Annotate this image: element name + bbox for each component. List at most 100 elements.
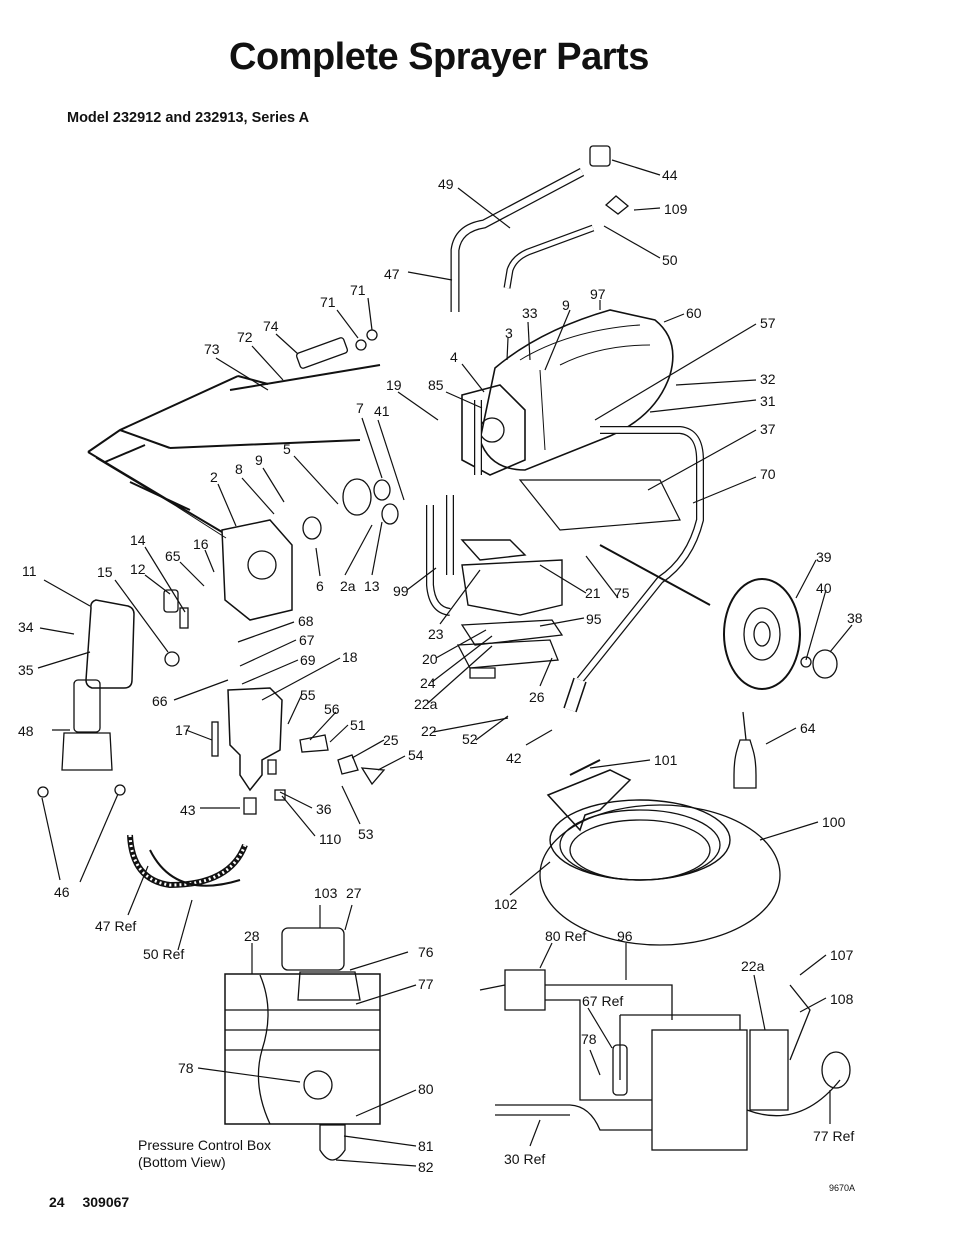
doc-number: 309067 (82, 1194, 130, 1210)
callout-label: 33 (522, 305, 538, 321)
leader-line (197, 1067, 301, 1083)
callout-label: 68 (298, 613, 314, 629)
leader-line (262, 467, 285, 503)
leader-line (406, 567, 437, 591)
leader-line (239, 639, 297, 667)
page-title: Complete Sprayer Parts (229, 36, 649, 78)
leader-line (217, 483, 237, 527)
leader-line (675, 379, 757, 386)
leader-line (427, 645, 493, 704)
callout-label: 16 (193, 536, 209, 552)
control-board (651, 1029, 748, 1151)
callout-label: 53 (358, 826, 374, 842)
callout-label: 71 (320, 294, 336, 310)
leader-line (539, 657, 553, 687)
callout-label: 55 (300, 687, 316, 703)
callout-label: 28 (244, 928, 260, 944)
callout-label: 15 (97, 564, 113, 580)
callout-label: 81 (418, 1138, 434, 1154)
callout-label: 72 (237, 329, 253, 345)
leader-line (611, 159, 661, 176)
leader-line (344, 524, 373, 576)
leader-line (377, 755, 406, 771)
leader-line (594, 323, 757, 421)
callout-label: 11 (22, 563, 37, 579)
callout-label: 27 (346, 885, 362, 901)
leader-line (215, 357, 269, 391)
figure-id: 9670A (829, 1183, 856, 1193)
leader-line (649, 399, 757, 413)
callout-label: 42 (506, 750, 522, 766)
leader-line (355, 1089, 417, 1117)
callout-label: 30 Ref (504, 1151, 546, 1167)
leader-line (795, 559, 817, 599)
callout-label: 78 (581, 1031, 597, 1047)
front-cover (461, 384, 526, 476)
callout-label: 34 (18, 619, 34, 635)
leader-line (589, 1049, 601, 1076)
leader-line (529, 1119, 541, 1147)
callout-label: 25 (383, 732, 399, 748)
model-subtitle: Model 232912 and 232913, Series A (67, 110, 310, 126)
leader-line (539, 564, 587, 594)
leader-line (805, 589, 827, 661)
callout-label: 108 (830, 991, 854, 1007)
leader-line (397, 391, 439, 421)
callout-label: 56 (324, 701, 340, 717)
callout-label: 17 (175, 722, 191, 738)
pressure-control-bottom-view (224, 973, 381, 1125)
leader-line (293, 455, 339, 505)
callout-label: 2a (340, 578, 356, 594)
callout-label: 71 (350, 282, 366, 298)
callout-label: 22 (421, 723, 437, 739)
callout-label: 66 (152, 693, 168, 709)
leader-line (435, 629, 487, 659)
callout-label: 103 (314, 885, 338, 901)
callout-label: 13 (364, 578, 380, 594)
leader-line (799, 997, 827, 1013)
leader-line (539, 942, 553, 969)
callout-label: 60 (686, 305, 702, 321)
leader-line (539, 617, 585, 627)
callout-label: 37 (760, 421, 776, 437)
callout-label: 12 (130, 561, 146, 577)
leader-line (461, 363, 485, 393)
callout-label: 49 (438, 176, 454, 192)
leader-line (349, 951, 409, 971)
pump-rod (295, 337, 349, 369)
callout-label: 74 (263, 318, 279, 334)
leader-line (43, 579, 91, 607)
leader-line (251, 345, 284, 381)
callout-label: 70 (760, 466, 776, 482)
leader-line (457, 187, 511, 229)
leader-line (361, 417, 383, 479)
callout-label: 22a (741, 958, 765, 974)
callout-label: 43 (180, 802, 196, 818)
leader-line (179, 561, 205, 587)
leader-line (475, 715, 509, 741)
leader-line (647, 429, 757, 491)
leader-line (114, 579, 169, 653)
wheel (723, 578, 801, 690)
leader-line (279, 791, 313, 809)
leader-line (343, 1135, 417, 1147)
callout-label: 95 (586, 611, 602, 627)
callout-label: 18 (342, 649, 358, 665)
callout-label: 38 (847, 610, 863, 626)
callout-label: 22a (414, 696, 438, 712)
leader-line (355, 984, 417, 1005)
callout-label: 2 (210, 469, 218, 485)
callout-label: 4 (450, 349, 458, 365)
leader-line (39, 627, 75, 635)
filter (73, 679, 101, 733)
leader-line (765, 727, 797, 745)
leader-line (261, 657, 341, 701)
callout-label: 47 (384, 266, 400, 282)
leader-line (692, 476, 757, 504)
callout-label: 9 (255, 452, 263, 468)
leader-line (407, 271, 453, 281)
callout-label: 50 Ref (143, 946, 185, 962)
caption-line-1: Pressure Control Box (138, 1137, 272, 1153)
callout-label: 107 (830, 947, 854, 963)
callout-label: 3 (505, 325, 513, 341)
